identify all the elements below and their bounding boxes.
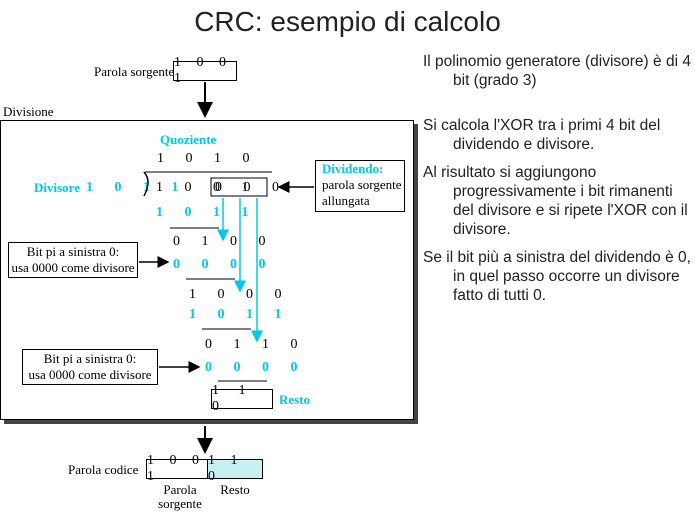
left-note-1-line1: Bit pi a sinistra 0: (26, 244, 120, 259)
left-note-2-line1: Bit pi a sinistra 0: (43, 351, 137, 366)
left-note-2: Bit pi a sinistra 0: usa 0000 come divis… (22, 349, 158, 385)
codeword-remainder-caption: Resto (220, 482, 250, 497)
dividend-note-line2: allungata (322, 193, 370, 208)
left-note-1: Bit pi a sinistra 0: usa 0000 come divis… (8, 242, 138, 278)
step3-result: 0 1 1 0 (205, 337, 307, 352)
codeword-label: Parola codice (68, 462, 139, 477)
bullet-4: Se il bit più a sinistra del dividendo è… (423, 249, 691, 304)
dividend-extension-bits: 0 0 0 (215, 180, 288, 195)
division-bracket (143, 171, 149, 197)
left-note-2-line2: usa 0000 come divisore (28, 367, 152, 382)
step3-subtract: 1 0 1 1 (189, 307, 291, 322)
extension-box (210, 177, 268, 197)
bullet-list: Il polinomio generatore (divisore) è di … (423, 52, 691, 314)
codeword-source-caption-1: Parola (163, 482, 197, 497)
left-note-1-line2: usa 0000 come divisore (11, 260, 135, 275)
source-word-label: Parola sorgente (94, 64, 175, 79)
step1-subtract: 1 0 1 1 (156, 205, 258, 220)
page-title: CRC: esempio di calcolo (194, 6, 501, 37)
step4-subtract: 0 0 0 0 (205, 360, 307, 375)
dividend-note-line1: parola sorgente (322, 177, 402, 192)
bullet-2: Si calcola l'XOR tra i primi 4 bit del d… (423, 117, 661, 153)
quotient-bits: 1 0 1 0 (157, 151, 259, 166)
codeword-source-caption-2: sorgente (158, 496, 202, 511)
division-label: Divisione (3, 104, 54, 119)
dividend-note-title: Dividendo: (322, 161, 384, 176)
step2-subtract: 0 0 0 0 (173, 257, 275, 272)
divisor-label: Divisore (34, 180, 80, 195)
remainder-label: Resto (279, 392, 311, 407)
bullet-3: Al risultato si aggiungono progressivame… (423, 164, 688, 238)
step1-result: 0 1 0 0 (173, 234, 275, 249)
dividend-note: Dividendo: parola sorgente allungata (315, 160, 405, 212)
dividend-source-bits: 1 0 0 1 (156, 180, 258, 195)
bullet-1: Il polinomio generatore (divisore) è di … (423, 53, 691, 89)
step2-result: 1 0 0 0 (189, 287, 291, 302)
quotient-label: Quoziente (160, 132, 217, 147)
divisor-bits: 1 0 1 1 (86, 180, 188, 195)
